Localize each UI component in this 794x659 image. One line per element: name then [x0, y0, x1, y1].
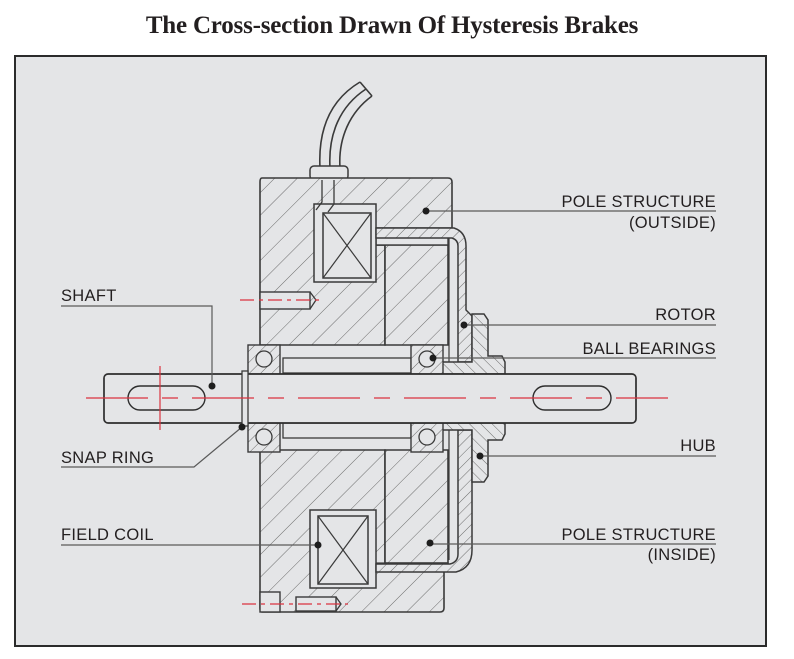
ball-bearing-right-upper	[410, 344, 444, 375]
label-shaft: SHAFT	[61, 287, 117, 305]
pole-structure-inside-upper	[376, 244, 449, 346]
label-pole-structure-outside-1: POLE STRUCTURE	[561, 193, 716, 211]
spacer-upper	[282, 357, 412, 374]
hub	[440, 313, 506, 375]
pointer-dot-pole-outside	[422, 207, 430, 215]
pointer-dot-rotor	[460, 321, 468, 329]
spacer-lower	[282, 422, 412, 439]
pole-structure-inside-lower	[384, 449, 449, 564]
label-rotor: ROTOR	[655, 306, 716, 324]
pointer-dot-ball-bearings	[429, 354, 437, 362]
label-snap-ring: SNAP RING	[61, 449, 154, 467]
leader-shaft	[61, 305, 213, 386]
mounting-screw-upper	[240, 291, 320, 310]
rotor-lower	[375, 429, 473, 573]
ball-bearing-left-lower	[247, 422, 281, 453]
label-pole-structure-inside-2: (INSIDE)	[648, 546, 716, 564]
label-hub: HUB	[680, 437, 716, 455]
pointer-dot-shaft	[208, 382, 216, 390]
ball-bearing-right-lower	[410, 422, 444, 453]
mounting-screw-lower	[242, 591, 348, 613]
pointer-dot-hub	[476, 452, 484, 460]
ball-bearing-left-upper	[247, 344, 281, 375]
hub-lower	[440, 422, 506, 483]
label-pole-structure-outside-2: (OUTSIDE)	[629, 214, 716, 232]
pointer-dot-field-coil	[314, 541, 322, 549]
leader-snap-ring	[61, 426, 243, 468]
cable	[319, 81, 373, 169]
pointer-dot-snap-ring	[238, 423, 246, 431]
pointer-dot-pole-inside	[426, 539, 434, 547]
label-field-coil: FIELD COIL	[61, 526, 154, 544]
label-ball-bearings: BALL BEARINGS	[582, 340, 716, 358]
label-pole-structure-inside-1: POLE STRUCTURE	[561, 526, 716, 544]
diagram-title: The Cross-section Drawn Of Hysteresis Br…	[145, 12, 639, 39]
